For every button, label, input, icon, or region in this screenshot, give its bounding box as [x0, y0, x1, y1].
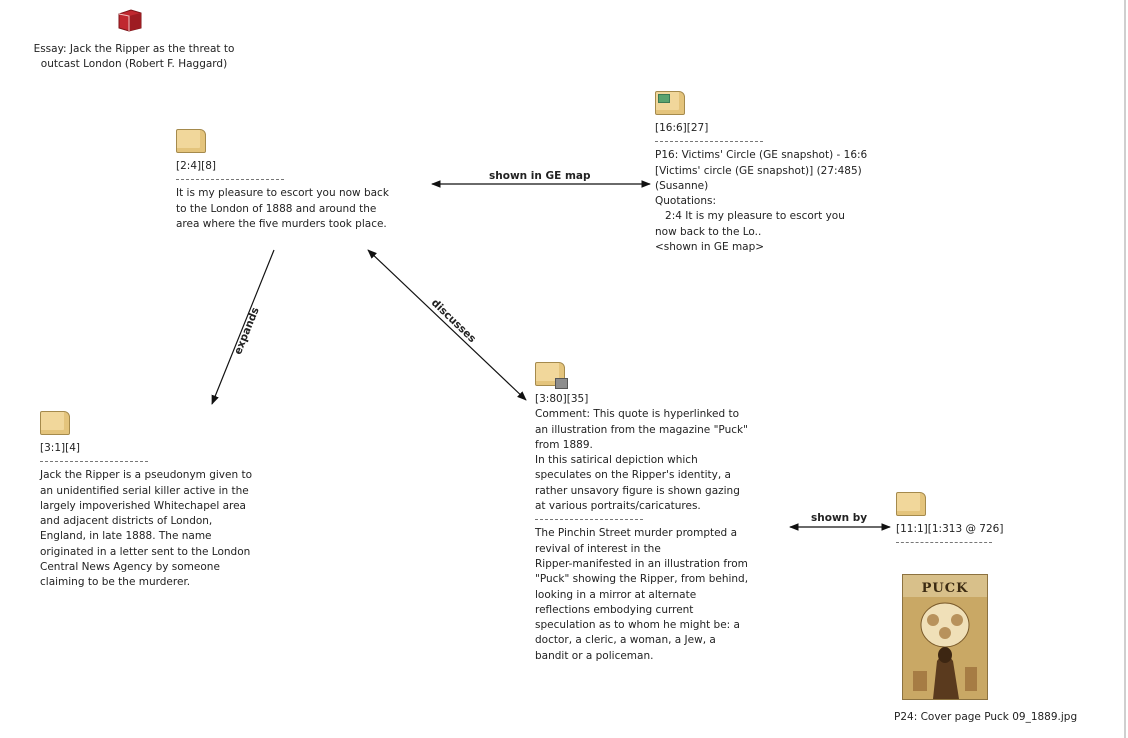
separator	[535, 519, 643, 521]
comment-line: an illustration from the magazine "Puck"	[535, 423, 748, 436]
quotation-text-line: <shown in GE map>	[655, 241, 765, 254]
comment-line: In this satirical depiction which	[535, 454, 698, 467]
quotation-text-line: now back to the Lo..	[655, 225, 762, 238]
quotation-ref: [2:4][8]	[176, 160, 216, 172]
link-expands[interactable]	[211, 249, 275, 405]
quotation-text-line: Central News Agency by someone	[40, 561, 220, 574]
quotation-text-line: England, in late 1888. The name	[40, 530, 212, 543]
quotation-text-line: The Pinchin Street murder prompted a	[535, 527, 737, 540]
comment-line: from 1889.	[535, 438, 593, 451]
quotation-text-line: area where the five murders took place.	[176, 217, 387, 230]
quotation-icon	[176, 129, 206, 153]
quotation-text-line: an unidentified serial killer active in …	[40, 484, 249, 497]
quotation-image-icon	[655, 91, 685, 115]
quotation-text-line: revival of interest in the	[535, 542, 661, 555]
image-caption-text: P24: Cover page Puck 09_1889.jpg	[894, 711, 1078, 723]
quotation-node-3-80[interactable]: [3:80][35] Comment: This quote is hyperl…	[535, 362, 748, 664]
comment-line: at various portraits/caricatures.	[535, 500, 701, 513]
comment-line: Comment: This quote is hyperlinked to	[535, 408, 740, 421]
image-caption[interactable]: P24: Cover page Puck 09_1889.jpg	[894, 710, 1077, 725]
quotation-node-3-1[interactable]: [3:1][4] Jack the Ripper is a pseudonym …	[40, 411, 252, 591]
quotation-text-line: reflections embodying current	[535, 603, 694, 616]
quotation-text-line: bandit or a policeman.	[535, 649, 654, 662]
quotation-text-line: to the London of 1888 and around the	[176, 202, 377, 215]
link-discusses[interactable]	[367, 249, 527, 401]
document-label[interactable]: Essay: Jack the Ripper as the threat to …	[11, 42, 257, 73]
quotation-text-line: originated in a letter sent to the Londo…	[40, 545, 251, 558]
document-label-line: outcast London (Robert F. Haggard)	[40, 58, 228, 71]
puck-title: PUCK	[921, 581, 969, 596]
document-label-line: Essay: Jack the Ripper as the threat to	[33, 43, 235, 55]
quotation-comment-icon	[535, 362, 568, 389]
link-label-shown-in-ge-map: shown in GE map	[489, 170, 591, 182]
quotation-text-line: Quotations:	[655, 195, 717, 208]
quotation-text-line: Jack the Ripper is a pseudonym given to	[40, 469, 253, 482]
quotation-text-line: P16: Victims' Circle (GE snapshot) - 16:…	[655, 149, 868, 162]
quotation-ref: [16:6][27]	[655, 122, 709, 134]
quotation-text-line: claiming to be the murderer.	[40, 576, 191, 589]
comment-line: rather unsavory figure is shown gazing	[535, 484, 740, 497]
comment-line: speculates on the Ripper's identity, a	[535, 469, 731, 482]
quotation-node-2-4[interactable]: [2:4][8] It is my pleasure to escort you…	[176, 129, 389, 232]
quotation-node-16-6[interactable]: [16:6][27] P16: Victims' Circle (GE snap…	[655, 91, 867, 255]
quotation-text-line: and adjacent districts of London,	[40, 515, 213, 528]
quotation-text-line: "Puck" showing the Ripper, from behind,	[535, 573, 749, 586]
quotation-text-line: 2:4 It is my pleasure to escort you	[655, 210, 845, 223]
separator	[40, 461, 148, 463]
quotation-icon	[896, 492, 926, 516]
link-label-shown-by: shown by	[811, 512, 868, 524]
puck-illustration	[903, 597, 987, 699]
quotation-ref: [3:80][35]	[535, 393, 589, 405]
quotation-text-line: doctor, a cleric, a woman, a Jew, a	[535, 634, 716, 647]
quotation-icon	[40, 411, 70, 435]
quotation-ref: [3:1][4]	[40, 442, 80, 454]
quotation-node-11-1[interactable]: [11:1][1:313 @ 726]	[896, 492, 1003, 549]
separator	[655, 141, 763, 143]
quotation-text-line: It is my pleasure to escort you now back	[176, 187, 389, 200]
quotation-text-line: (Susanne)	[655, 179, 709, 192]
document-book-icon[interactable]	[116, 8, 144, 32]
quotation-text-line: largely impoverished Whitechapel area	[40, 499, 246, 512]
puck-cover-image[interactable]: PUCK	[902, 574, 988, 700]
quotation-text-line: looking in a mirror at alternate	[535, 588, 697, 601]
quotation-text-line: speculation as to whom he might be: a	[535, 619, 740, 632]
quotation-ref: [11:1][1:313 @ 726]	[896, 523, 1004, 535]
quotation-text-line: Ripper-manifested in an illustration fro…	[535, 557, 748, 570]
window-right-border	[1124, 0, 1126, 738]
quotation-text-line: [Victims' circle (GE snapshot)] (27:485)	[655, 164, 862, 177]
separator	[176, 179, 284, 181]
separator	[896, 542, 992, 544]
